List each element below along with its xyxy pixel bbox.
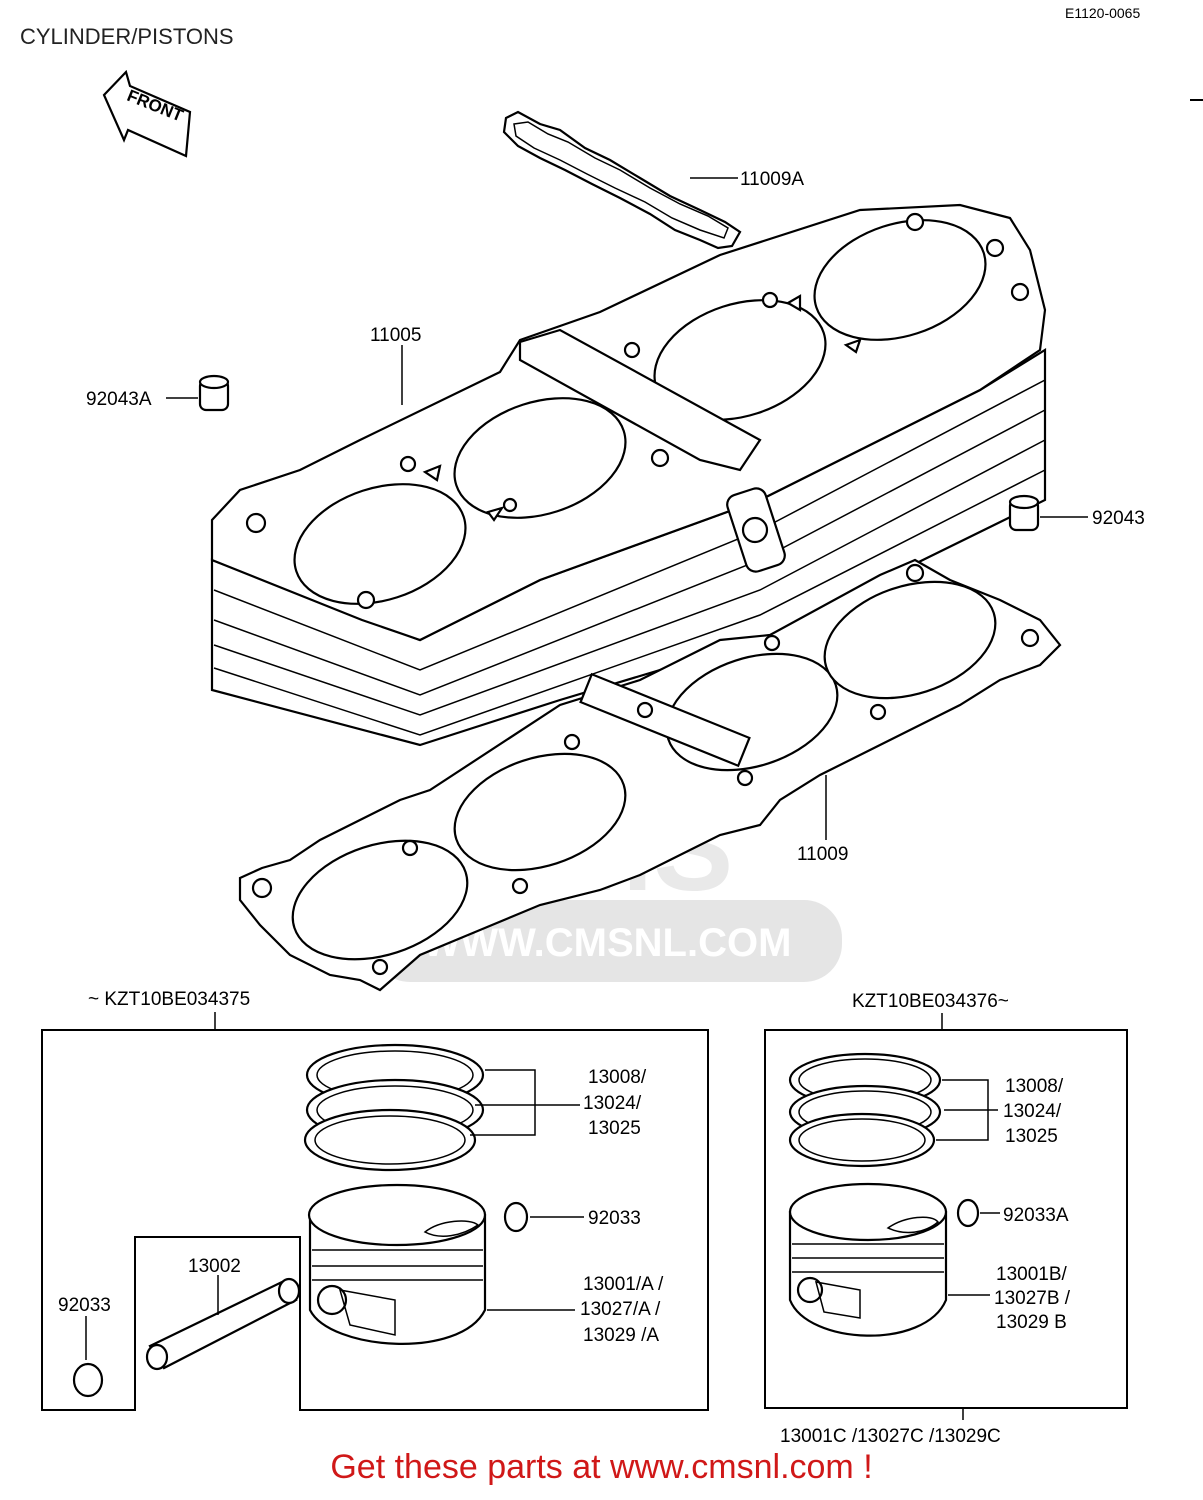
pin-label: 13002 [188, 1256, 241, 1277]
left-piston [307, 1183, 487, 1345]
front-arrow: FRONT [102, 69, 192, 158]
label-92043: 92043 [1092, 508, 1145, 529]
dowel-92043 [1008, 494, 1040, 532]
label-11005: 11005 [370, 325, 421, 346]
right-circlip-label: 92033A [1003, 1205, 1069, 1226]
left-piston-label-3: 13029 /A [583, 1325, 659, 1346]
page-title: CYLINDER/PISTONS [20, 24, 234, 49]
pin-circlip-label: 92033 [58, 1295, 111, 1316]
left-piston-label-2: 13027/A / [580, 1299, 661, 1320]
label-11009: 11009 [797, 844, 848, 865]
right-ring-label-2: 13024/ [1003, 1101, 1062, 1122]
footer-cta[interactable]: Get these parts at www.cmsnl.com ! [330, 1448, 873, 1486]
right-serial: KZT10BE034376~ [852, 991, 1009, 1012]
right-ring-label-1: 13008/ [1005, 1076, 1064, 1097]
piston-pin [145, 1277, 301, 1371]
right-footnote: 13001C /13027C /13029C [780, 1426, 1001, 1447]
right-piston [788, 1182, 948, 1337]
left-serial: ~ KZT10BE034375 [88, 989, 250, 1010]
left-circlip [503, 1201, 529, 1233]
left-piston-rings [303, 1043, 485, 1172]
right-box [764, 1029, 1128, 1409]
label-11009a: 11009A [740, 169, 804, 190]
right-ring-label-3: 13025 [1005, 1126, 1058, 1147]
diagram-code: E1120-0065 [1065, 5, 1140, 21]
left-box [41, 1029, 709, 1411]
left-circlip-label: 92033 [588, 1208, 641, 1229]
cylinder-block [210, 203, 1047, 747]
dowel-92043a [198, 374, 230, 412]
right-piston-rings [788, 1052, 942, 1168]
right-circlip [956, 1198, 980, 1228]
pin-circlip [72, 1362, 104, 1398]
left-ring-label-2: 13024/ [583, 1093, 642, 1114]
right-piston-label-3: 13029 B [996, 1312, 1067, 1333]
base-gasket-11009 [238, 558, 1062, 992]
label-92043a: 92043A [86, 389, 152, 410]
left-ring-label-1: 13008/ [588, 1067, 647, 1088]
left-ring-label-3: 13025 [588, 1118, 641, 1139]
top-gasket-11009a [502, 110, 742, 250]
right-piston-label-1: 13001B/ [996, 1264, 1068, 1285]
left-piston-label-1: 13001/A / [583, 1274, 664, 1295]
right-piston-label-2: 13027B / [994, 1288, 1071, 1309]
